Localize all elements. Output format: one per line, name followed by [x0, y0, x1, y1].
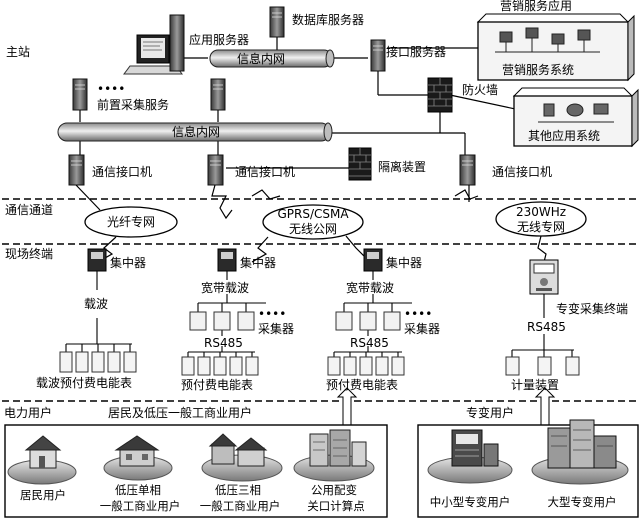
concentrator-icon-3 [363, 248, 383, 272]
shop-single-icon [114, 435, 160, 467]
intranet-top-label: 信息内网 [237, 52, 286, 66]
radio-channel-line1: 230WHz [515, 205, 567, 219]
concentrator-2-label: 集中器 [240, 256, 277, 270]
prepaid-meters-1-label: 预付费电能表 [181, 378, 254, 392]
public-buildings-icon [309, 429, 367, 467]
other-system-label: 其他应用系统 [528, 129, 601, 143]
collector-dots-2: •••• [404, 307, 433, 321]
front-dots: •••• [97, 82, 126, 96]
user-boxes [4, 424, 639, 518]
interface-server-icon [370, 39, 386, 72]
special-terminal-label: 专变采集终端 [556, 302, 629, 316]
fiber-ellipse [84, 206, 178, 238]
intranet-main-label: 信息内网 [172, 125, 221, 139]
app-server-label: 应用服务器 [189, 33, 250, 47]
concentrator-icon-2 [217, 248, 237, 272]
public-line1: 公用配变 [311, 483, 357, 497]
front-server-icon-2 [210, 78, 226, 111]
collector-icons [189, 311, 401, 331]
other-app-box [512, 87, 639, 148]
lv-single-line2: 一般工商业用户 [99, 499, 181, 513]
section-label-field: 现场终端 [5, 247, 54, 261]
front-server-icon-1 [72, 78, 88, 111]
section-dividers [2, 198, 640, 402]
special-users-label: 专变用户 [466, 406, 515, 420]
channel-links [75, 184, 479, 220]
comm-machine-2-label: 通信接口机 [235, 165, 296, 179]
comm-machine-3-label: 通信接口机 [492, 165, 553, 179]
gprs-channel-line1: GPRS/CSMA [277, 207, 349, 221]
public-line2: 关口计算点 [307, 499, 365, 513]
lv-single-line1: 低压单相 [115, 483, 161, 497]
channel-ellipses [84, 201, 587, 240]
server-vents [71, 12, 473, 166]
fiber-channel-label: 光纤专网 [106, 215, 156, 229]
metering-device-label: 计量装置 [511, 378, 560, 392]
carrier-meters-label: 载波预付费电能表 [36, 376, 133, 390]
prepaid-meters-2-label: 预付费电能表 [326, 378, 399, 392]
db-server-label: 数据库服务器 [292, 13, 365, 27]
master-links [79, 36, 521, 169]
broadband-carrier-1-label: 宽带载波 [201, 281, 250, 295]
gprs-ellipse [262, 204, 364, 240]
intranet-pipe-main [57, 122, 333, 142]
db-server-icon [269, 6, 285, 38]
rs485-2-label: RS485 [350, 336, 389, 350]
factory-large-icon [547, 419, 617, 469]
rs485-1-label: RS485 [204, 336, 243, 350]
residential-low-voltage-label: 居民及低压一般工商业用户 [108, 406, 253, 420]
section-label-users: 电力用户 [4, 406, 53, 420]
collector-1-label: 采集器 [258, 322, 295, 336]
section-label-channel: 通信通道 [5, 203, 54, 217]
marketing-app-box [476, 13, 635, 82]
workstation-icon [123, 14, 185, 75]
lv-three-line2: 一般工商业用户 [199, 499, 281, 513]
marketing-system-label: 营销服务系统 [502, 63, 575, 77]
firewall-icon [427, 77, 453, 113]
gprs-channel-line2: 无线公网 [288, 222, 338, 236]
house-icon [24, 435, 62, 469]
user-illustrations [7, 419, 629, 485]
collector-2-label: 采集器 [404, 322, 441, 336]
upward-arrows [336, 387, 556, 426]
carrier-label: 载波 [84, 297, 109, 311]
factory-medium-icon [451, 429, 499, 467]
comm-machine-1-label: 通信接口机 [92, 165, 153, 179]
concentrator-icons [87, 248, 559, 295]
large-users-label: 大型专变用户 [547, 495, 617, 509]
interface-server-label: 接口服务器 [386, 45, 447, 59]
special-users-box [417, 424, 639, 518]
channel-to-field [97, 235, 547, 263]
intranet-pipe-top [209, 49, 335, 68]
rs485-3-label: RS485 [527, 320, 566, 334]
field-wiring [65, 271, 574, 357]
section-label-master: 主站 [6, 45, 31, 59]
collector-dots-1: •••• [258, 307, 287, 321]
residential-users-box [4, 424, 388, 518]
concentrator-1-label: 集中器 [110, 256, 147, 270]
shop-three-icon [208, 433, 268, 467]
comm-machine-icon-1 [68, 154, 85, 186]
radio-channel-line2: 无线专网 [516, 220, 566, 234]
meter-icons [59, 351, 580, 376]
comm-machine-icon-3 [459, 154, 476, 186]
marketing-app-label: 营销服务应用 [500, 0, 573, 13]
broadband-carrier-2-label: 宽带载波 [346, 281, 395, 295]
front-service-label: 前置采集服务 [97, 98, 170, 112]
comm-machine-icon-2 [207, 154, 224, 186]
firewall-label: 防火墙 [462, 83, 499, 97]
small-medium-users-label: 中小型专变用户 [429, 495, 511, 509]
isolator-label: 隔离装置 [378, 160, 427, 174]
special-terminal-icon [529, 259, 559, 295]
concentrator-3-label: 集中器 [386, 256, 423, 270]
isolator-icon [348, 147, 372, 181]
resident-user-label: 居民用户 [20, 488, 66, 502]
lv-three-line1: 低压三相 [215, 483, 261, 497]
concentrator-icon-1 [87, 248, 107, 272]
server-icons [68, 6, 476, 186]
